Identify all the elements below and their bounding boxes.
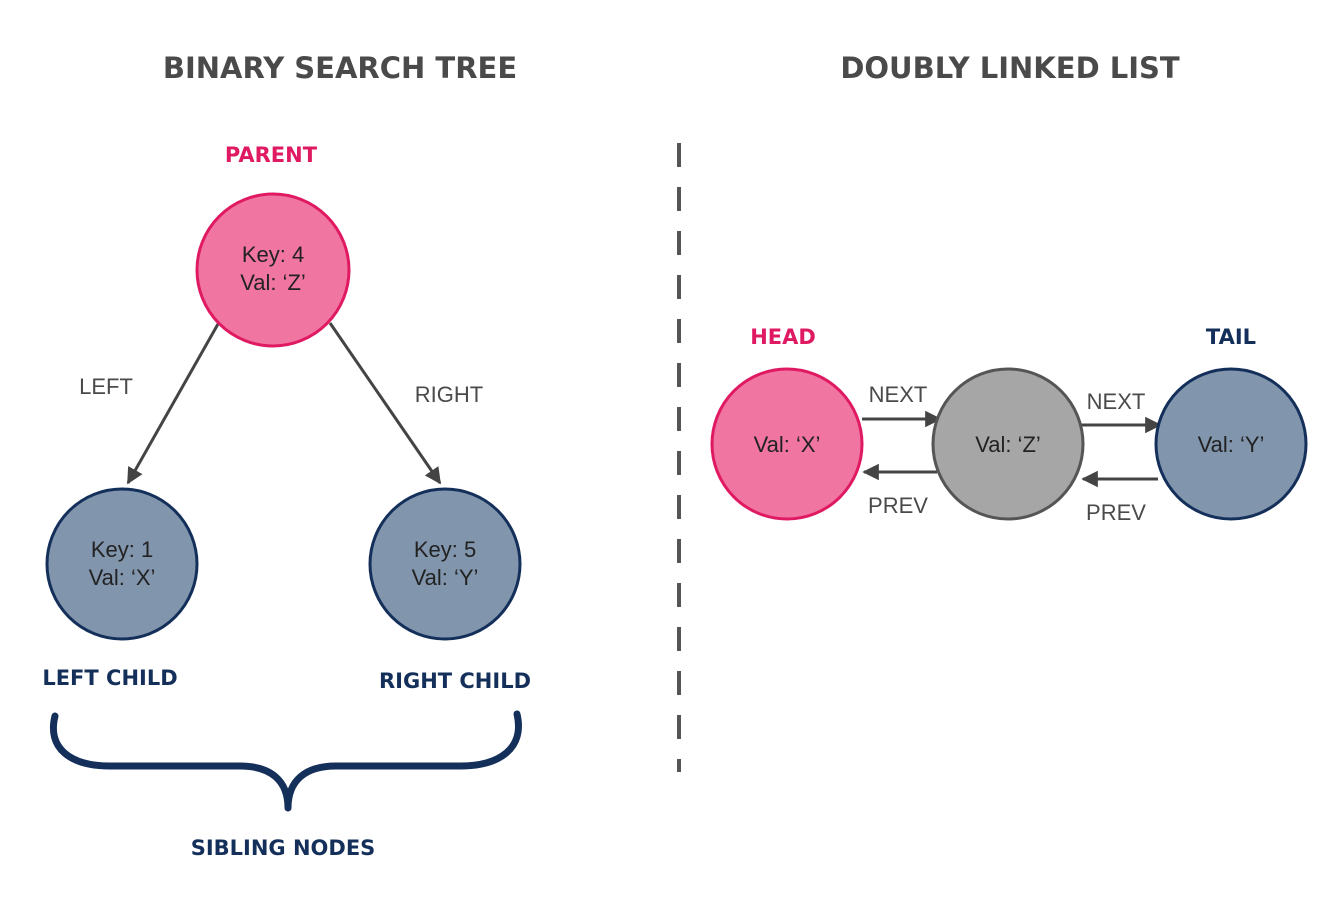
parent-label: PARENT — [225, 143, 318, 167]
parent-node: Key: 4 Val: ‘Z’ — [195, 192, 351, 348]
left-child-node-circle — [45, 487, 199, 641]
right-child-node-key: Key: 5 — [414, 537, 476, 562]
next-label-1: NEXT — [869, 382, 928, 407]
prev-label-1: PREV — [868, 493, 928, 518]
head-label: HEAD — [750, 325, 816, 349]
right-child-node: Key: 5 Val: ‘Y’ — [368, 487, 522, 641]
bst-title: BINARY SEARCH TREE — [163, 51, 517, 85]
left-child-label: LEFT CHILD — [42, 666, 177, 690]
left-edge-label: LEFT — [79, 374, 133, 399]
tail-label: TAIL — [1206, 325, 1256, 349]
right-edge-label: RIGHT — [415, 382, 483, 407]
siblings-label: SIBLING NODES — [191, 836, 376, 860]
head-node: Val: ‘X’ — [710, 367, 864, 521]
prev-label-2: PREV — [1086, 500, 1146, 525]
middle-node: Val: ‘Z’ — [931, 367, 1085, 521]
left-edge-arrow — [126, 323, 220, 485]
parent-node-circle — [195, 192, 351, 348]
tail-node: Val: ‘Y’ — [1154, 367, 1308, 521]
parent-node-key: Key: 4 — [242, 242, 304, 267]
middle-node-val: Val: ‘Z’ — [975, 432, 1041, 457]
right-child-node-circle — [368, 487, 522, 641]
right-child-node-val: Val: ‘Y’ — [412, 565, 479, 590]
tail-node-circle — [1154, 367, 1308, 521]
middle-node-circle — [931, 367, 1085, 521]
left-child-node-val: Val: ‘X’ — [89, 565, 156, 590]
left-child-node: Key: 1 Val: ‘X’ — [45, 487, 199, 641]
left-child-node-key: Key: 1 — [91, 537, 153, 562]
right-child-label: RIGHT CHILD — [379, 669, 531, 693]
parent-node-val: Val: ‘Z’ — [240, 270, 306, 295]
right-edge-arrow — [328, 322, 442, 485]
tail-node-val: Val: ‘Y’ — [1198, 432, 1265, 457]
next-label-2: NEXT — [1087, 389, 1146, 414]
dll-title: DOUBLY LINKED LIST — [840, 51, 1180, 85]
head-node-circle — [710, 367, 864, 521]
sibling-brace-icon — [50, 710, 522, 812]
head-node-val: Val: ‘X’ — [754, 432, 821, 457]
